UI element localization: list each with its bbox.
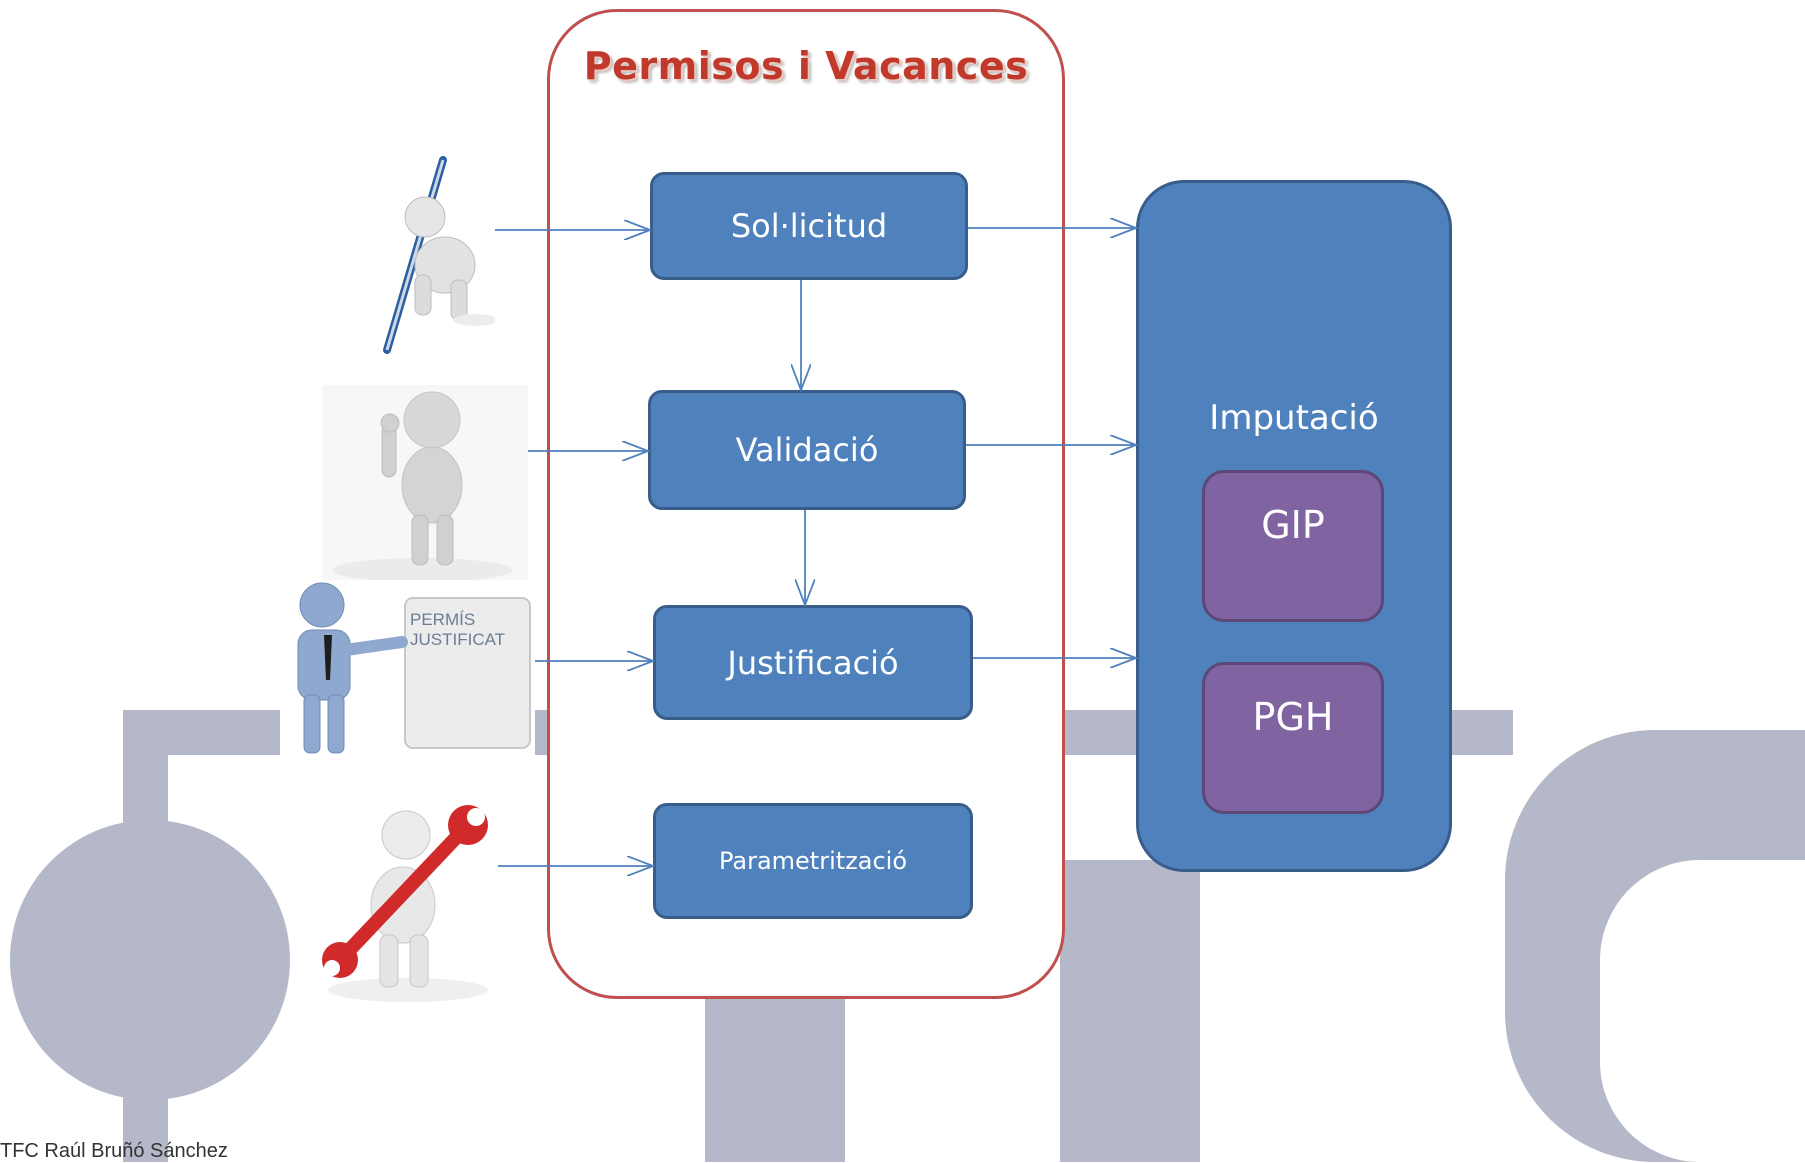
person-thumbs-up-icon bbox=[322, 385, 528, 585]
businessman-sign-icon bbox=[280, 580, 535, 760]
step-solicitud: Sol·licitud bbox=[650, 172, 968, 280]
footer-author: TFC Raúl Bruñó Sánchez bbox=[0, 1140, 228, 1162]
watermark-u-right bbox=[1060, 860, 1200, 1162]
person-writing-icon bbox=[375, 155, 495, 355]
person-wrench-icon bbox=[318, 795, 498, 1005]
imputacio-label: Imputació bbox=[1209, 398, 1379, 438]
system-gip: GIP bbox=[1202, 470, 1384, 622]
step-parametritzacio: Parametrització bbox=[653, 803, 973, 919]
sign-text-line-1: PERMÍS bbox=[410, 610, 476, 629]
system-pgh: PGH bbox=[1202, 662, 1384, 814]
watermark-dot bbox=[10, 820, 290, 1100]
frame-title: Permisos i Vacances bbox=[583, 44, 1029, 88]
sign-text: PERMÍS JUSTIFICAT bbox=[410, 610, 530, 650]
sign-text-line-2: JUSTIFICAT bbox=[410, 630, 506, 649]
watermark-c-inner bbox=[1600, 860, 1805, 1162]
step-justificacio: Justificació bbox=[653, 605, 973, 720]
